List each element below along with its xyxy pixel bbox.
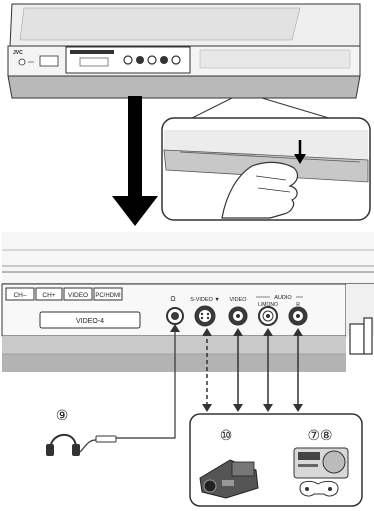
video-4-label: VIDEO-4: [76, 318, 104, 325]
headphones-callout: ⑨: [56, 407, 69, 423]
headphone-plug-icon: [96, 436, 116, 442]
headphones: ⑨: [46, 407, 116, 456]
brand-logo: JVC: [13, 50, 23, 56]
tv-front-panel-overview: JVC: [8, 4, 360, 98]
video-button-label: VIDEO: [68, 292, 88, 299]
zoom-arrow-icon: [112, 96, 158, 226]
audio-l-mono-jack[interactable]: [259, 307, 277, 325]
door-opening-inset: [162, 118, 370, 220]
game-devices-callout: ⑦⑧: [307, 427, 332, 443]
front-buttons: CH– CH+ VIDEO PC/HDMI: [6, 288, 122, 300]
headphone-jack[interactable]: [167, 308, 183, 324]
video-jack[interactable]: [229, 307, 247, 325]
audio-r-jack[interactable]: [289, 307, 307, 325]
svideo-jack[interactable]: [195, 306, 215, 326]
pc-hdmi-label: PC/HDMI: [95, 293, 121, 299]
headphone-symbol-label: Ω: [170, 296, 175, 303]
power-lamp: [19, 59, 25, 65]
game-console-icon: [294, 448, 348, 478]
camcorder-callout: ⑩: [220, 427, 233, 443]
svideo-label: S-VIDEO ▼: [190, 297, 220, 303]
enlarged-front-panel: CH– CH+ VIDEO PC/HDMI VIDEO-4 Ω S-VIDEO …: [2, 232, 374, 372]
front-door: [8, 76, 360, 98]
video-jack-label: VIDEO: [229, 297, 247, 303]
ch-plus-label: CH+: [42, 292, 55, 299]
device-box: ⑩ ⑦⑧: [190, 414, 362, 506]
audio-label: AUDIO: [274, 295, 292, 301]
gamepad-icon: [300, 481, 338, 496]
ch-minus-label: CH–: [13, 292, 26, 299]
front-port: [40, 56, 58, 66]
